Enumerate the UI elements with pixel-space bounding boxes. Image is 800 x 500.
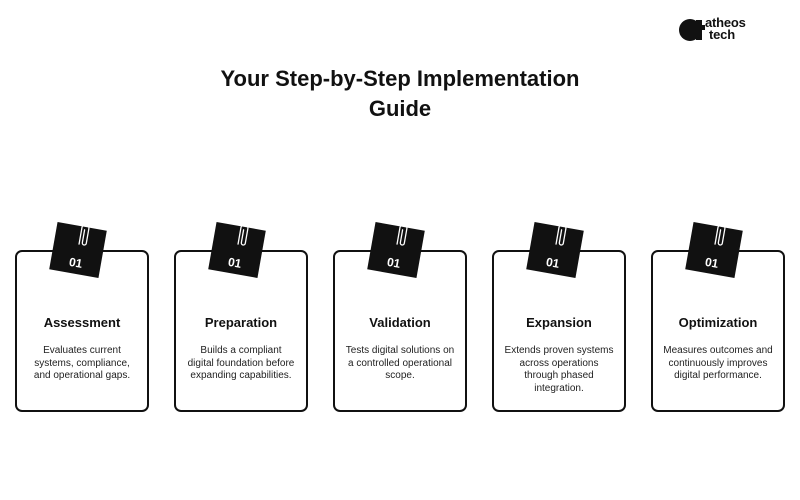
logo-mark-icon bbox=[679, 19, 705, 41]
step-description: Measures outcomes and continuously impro… bbox=[663, 345, 773, 381]
step-card-preparation: Preparation Builds a compliant digital f… bbox=[174, 222, 308, 414]
step-number-tag: 01 bbox=[685, 222, 743, 278]
step-number-tag: 01 bbox=[208, 222, 266, 278]
paperclip-icon bbox=[714, 223, 726, 246]
page-title-line-2: Guide bbox=[368, 96, 432, 121]
card-frame: Expansion Extends proven systems across … bbox=[492, 250, 626, 412]
steps-row: Assessment Evaluates current systems, co… bbox=[15, 222, 785, 414]
paperclip-icon bbox=[78, 223, 90, 246]
step-card-expansion: Expansion Extends proven systems across … bbox=[492, 222, 626, 414]
step-title: Assessment bbox=[43, 315, 121, 330]
paperclip-icon bbox=[555, 223, 567, 246]
step-number-tag: 01 bbox=[367, 222, 425, 278]
card-frame: Assessment Evaluates current systems, co… bbox=[15, 250, 149, 412]
card-frame: Validation Tests digital solutions on a … bbox=[333, 250, 467, 412]
step-description: Evaluates current systems, compliance, a… bbox=[33, 345, 131, 381]
step-number-tag: 01 bbox=[526, 222, 584, 278]
step-title: Expansion bbox=[526, 315, 592, 330]
step-number: 01 bbox=[703, 254, 720, 271]
paperclip-icon bbox=[396, 223, 408, 246]
step-card-optimization: Optimization Measures outcomes and conti… bbox=[651, 222, 785, 414]
step-number-tag: 01 bbox=[49, 222, 107, 278]
step-title: Validation bbox=[369, 315, 431, 330]
step-description: Tests digital solutions on a controlled … bbox=[345, 345, 455, 381]
step-number: 01 bbox=[67, 254, 84, 271]
page-title: Your Step-by-Step Implementation Guide bbox=[150, 64, 650, 124]
step-description: Extends proven systems across operations… bbox=[504, 345, 614, 394]
step-title: Preparation bbox=[204, 315, 278, 330]
logo-line-2: tech bbox=[709, 27, 735, 42]
step-number: 01 bbox=[226, 254, 243, 271]
step-card-validation: Validation Tests digital solutions on a … bbox=[333, 222, 467, 414]
step-description: Builds a compliant digital foundation be… bbox=[187, 345, 295, 381]
logo-line-1: atheos bbox=[705, 15, 746, 30]
step-card-assessment: Assessment Evaluates current systems, co… bbox=[15, 222, 149, 414]
step-title: Optimization bbox=[678, 315, 758, 330]
paperclip-icon bbox=[237, 223, 249, 246]
card-frame: Optimization Measures outcomes and conti… bbox=[651, 250, 785, 412]
brand-logo: atheos tech bbox=[678, 14, 778, 46]
logo-wordmark: atheos tech bbox=[705, 15, 746, 42]
step-number: 01 bbox=[544, 254, 561, 271]
step-number: 01 bbox=[385, 254, 402, 271]
page-title-line-1: Your Step-by-Step Implementation bbox=[220, 66, 580, 91]
